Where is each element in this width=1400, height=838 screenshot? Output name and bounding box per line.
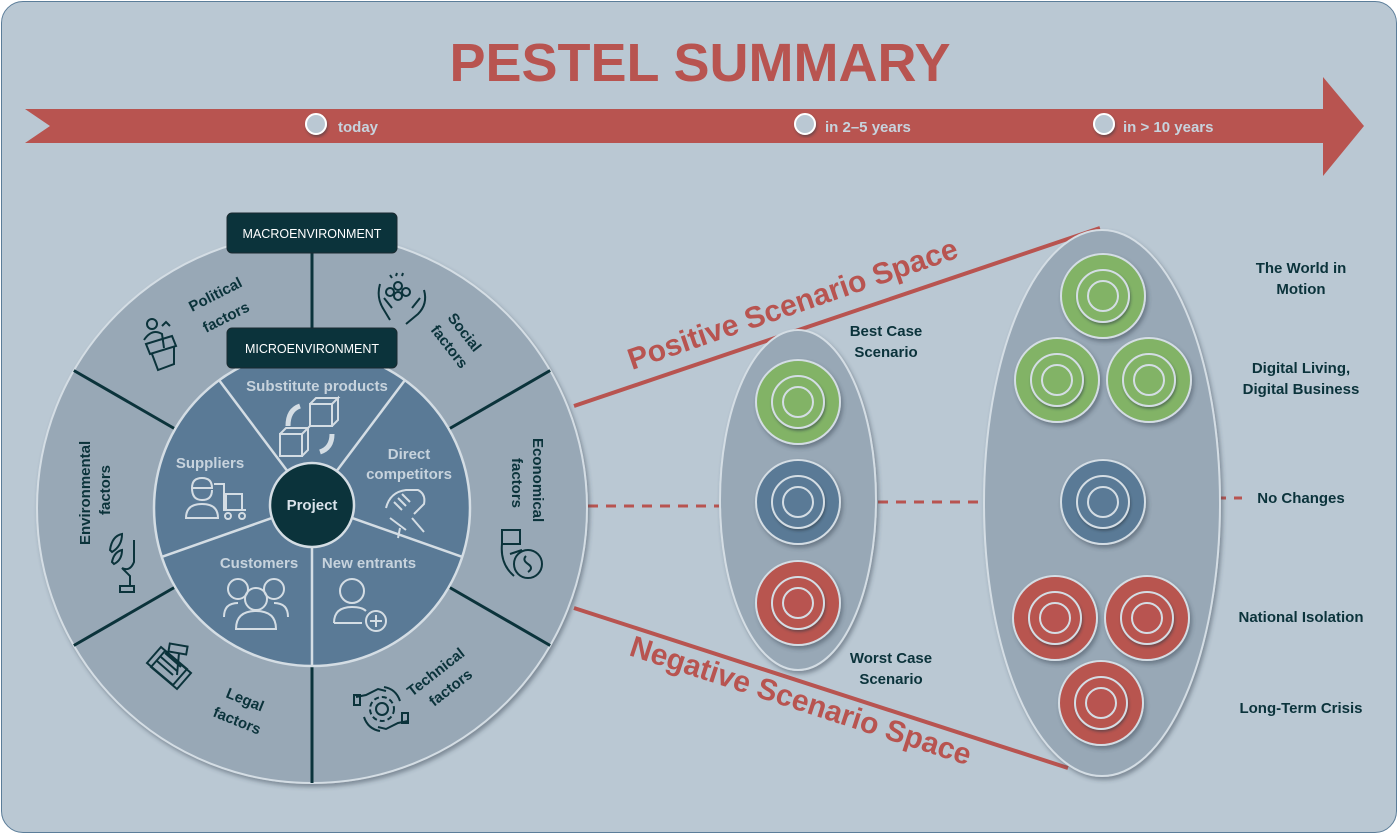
macro-divider-line xyxy=(73,585,176,647)
long-term-scenario-label: Digital Living, xyxy=(1252,360,1350,377)
target-ring-inner xyxy=(782,386,814,418)
micro-suppliers: Suppliers xyxy=(176,455,246,520)
pestel-wheel: Project xyxy=(36,232,588,784)
timeline-dot-icon xyxy=(794,113,816,135)
micro-divider-line xyxy=(218,380,289,472)
near-term-scenario-pod xyxy=(719,329,877,671)
timeline-label: in 2–5 years xyxy=(825,119,911,136)
scenario-target-blue xyxy=(1060,459,1146,545)
scenario-target-red xyxy=(1012,575,1098,661)
long-term-scenario-pod xyxy=(983,229,1221,777)
target-ring-inner xyxy=(1087,280,1119,312)
timeline-dot-icon xyxy=(305,113,327,135)
target-ring-inner xyxy=(782,587,814,619)
scenario-target-green xyxy=(755,359,841,445)
target-ring-inner xyxy=(1041,364,1073,396)
project-center xyxy=(268,461,356,549)
timeline-label: today xyxy=(338,119,379,136)
target-ring-inner xyxy=(1039,602,1071,634)
scenario-target-blue xyxy=(755,459,841,545)
timeline-marker-today: today xyxy=(305,113,379,136)
long-term-scenario-label: No Changes xyxy=(1257,490,1345,507)
micro-factor-label: competitors xyxy=(366,466,452,483)
best-case-text: Best Case xyxy=(850,323,923,340)
project-label: Project xyxy=(287,497,338,514)
timeline-marker-10-years: in > 10 years xyxy=(1093,113,1213,136)
micro-factor-label: Direct xyxy=(388,446,431,463)
positive-scenario-boundary xyxy=(573,226,1101,408)
scenario-target-green xyxy=(1106,337,1192,423)
timeline-arrow xyxy=(25,77,1364,176)
micro-divider-line xyxy=(351,516,462,558)
long-term-scenario-label: Long-Term Crisis xyxy=(1239,700,1362,717)
macro-divider-line xyxy=(448,369,551,431)
worst-case-text: Scenario xyxy=(859,671,922,688)
macro-divider-line xyxy=(73,369,176,431)
timeline-label: in > 10 years xyxy=(1123,119,1213,136)
scenario-target-red xyxy=(1058,660,1144,746)
micro-dividers xyxy=(162,380,462,665)
micro-factor-label: New entrants xyxy=(322,555,416,572)
scenario-target-green xyxy=(1014,337,1100,423)
micro-factor-label: Customers xyxy=(220,555,298,572)
scenario-target-red xyxy=(1104,575,1190,661)
add-user-icon xyxy=(333,578,387,632)
macro-divider-line xyxy=(448,585,551,647)
micro-divider-line xyxy=(335,380,406,472)
micro-factor-label: Substitute products xyxy=(246,378,388,395)
micro-new-entrants: New entrants xyxy=(322,555,416,632)
scenario-target-green xyxy=(1060,253,1146,339)
factor-label: Environmental xyxy=(77,441,94,545)
factor-environmental: Environmental factors xyxy=(77,441,114,545)
micro-divider-line xyxy=(162,516,273,558)
target-ring-inner xyxy=(1133,364,1165,396)
law-book-gavel-icon xyxy=(145,642,193,691)
factor-label: factors xyxy=(97,465,114,515)
hand-with-leaf-icon xyxy=(108,532,135,593)
long-term-scenario-label: The World in xyxy=(1256,260,1347,277)
factor-label: Economical xyxy=(529,438,546,522)
delivery-person-cart-icon xyxy=(184,476,246,520)
scenario-target-red xyxy=(755,560,841,646)
long-term-scenario-label: Motion xyxy=(1276,281,1325,298)
best-case-label: Best Case Scenario xyxy=(850,323,923,361)
podium-speaker-icon xyxy=(143,318,178,372)
factor-label: factors xyxy=(508,458,525,508)
box-exchange-icon xyxy=(279,395,341,457)
micro-substitute-products: Substitute products xyxy=(246,378,388,457)
worst-case-text: Worst Case xyxy=(850,650,932,667)
micro-direct-competitors: Direct competitors xyxy=(366,446,452,539)
negative-scenario-boundary xyxy=(573,606,1069,770)
target-ring-inner xyxy=(782,486,814,518)
hand-with-money-icon xyxy=(500,529,543,579)
macroenvironment-label: MACROENVIRONMENT xyxy=(243,227,382,241)
timeline-marker-2-5-years: in 2–5 years xyxy=(794,113,911,136)
arm-wrestling-icon xyxy=(385,489,426,539)
long-term-scenario-label: Digital Business xyxy=(1243,381,1360,398)
target-ring-inner xyxy=(1087,486,1119,518)
microenvironment-badge: MICROENVIRONMENT xyxy=(226,327,398,369)
long-term-targets xyxy=(1012,253,1192,746)
target-ring-inner xyxy=(1131,602,1163,634)
page-title: PESTEL SUMMARY xyxy=(449,33,950,93)
target-ring-inner xyxy=(1085,687,1117,719)
user-group-icon xyxy=(223,578,289,630)
microenvironment-label: MICROENVIRONMENT xyxy=(245,342,379,356)
factor-economical: Economical factors xyxy=(508,438,546,522)
micro-customers: Customers xyxy=(220,555,298,630)
near-term-targets xyxy=(755,359,841,646)
best-case-text: Scenario xyxy=(854,344,917,361)
long-term-scenario-label: National Isolation xyxy=(1238,609,1363,626)
timeline-dot-icon xyxy=(1093,113,1115,135)
macroenvironment-badge: MACROENVIRONMENT xyxy=(226,212,398,254)
hands-gear-icon xyxy=(353,686,409,732)
hands-holding-people-icon xyxy=(377,272,427,325)
worst-case-label: Worst Case Scenario xyxy=(850,650,932,688)
micro-factor-label: Suppliers xyxy=(176,455,244,472)
